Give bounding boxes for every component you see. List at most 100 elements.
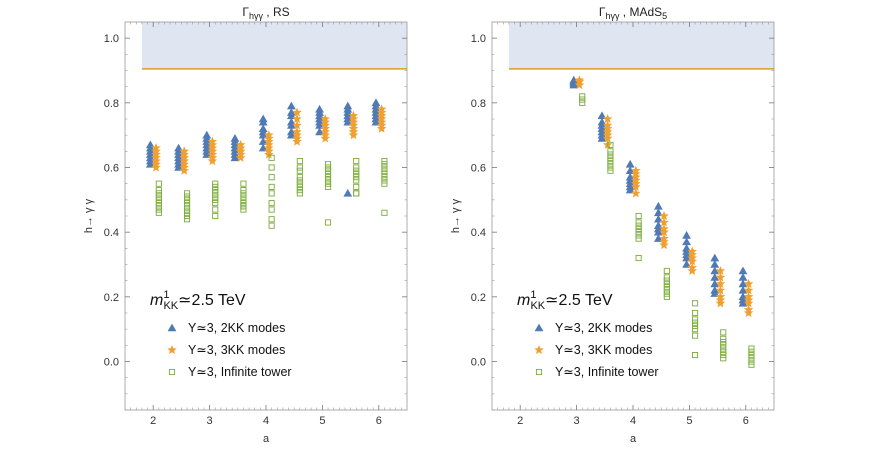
data-point-star — [659, 211, 669, 221]
data-point-square — [663, 284, 670, 291]
data-point-square — [296, 190, 303, 197]
data-point-triangle — [202, 150, 212, 158]
data-point-triangle — [738, 285, 748, 294]
data-point-square — [240, 193, 247, 200]
data-point-star — [715, 278, 726, 288]
data-point-star — [292, 114, 302, 124]
data-point-square — [663, 280, 670, 287]
data-point-square — [183, 206, 191, 213]
data-point-triangle — [174, 163, 183, 171]
data-point-star — [743, 298, 754, 308]
data-point-triangle — [710, 260, 720, 268]
data-point-square — [691, 309, 699, 317]
data-point-square — [268, 222, 275, 229]
data-point-square — [155, 180, 162, 187]
data-point-square — [607, 164, 614, 171]
data-point-square — [720, 345, 727, 352]
x-axis-label: a — [263, 433, 270, 445]
series-square — [579, 93, 755, 368]
data-point-square — [353, 157, 360, 165]
data-point-square — [663, 277, 670, 284]
data-point-square — [268, 206, 275, 213]
data-point-square — [296, 187, 303, 194]
data-point-square — [296, 174, 303, 181]
legend-marker-triangle — [534, 323, 544, 332]
data-point-square — [268, 183, 275, 190]
data-point-star — [659, 227, 669, 237]
data-point-triangle — [625, 185, 635, 194]
y-tick-label: 1.0 — [104, 33, 119, 45]
data-point-square — [212, 196, 219, 203]
data-point-star — [348, 130, 359, 140]
legend-marker-square — [535, 368, 543, 376]
data-point-triangle — [286, 101, 296, 110]
data-point-star — [207, 156, 218, 166]
data-point-square — [183, 193, 191, 200]
data-point-square — [183, 196, 191, 203]
y-tick-label: 0.6 — [471, 163, 486, 175]
data-point-square — [324, 177, 332, 184]
data-point-square — [381, 177, 388, 184]
data-point-square — [296, 164, 303, 171]
data-point-star — [292, 120, 302, 130]
data-point-square — [381, 157, 388, 165]
data-point-square — [353, 164, 360, 171]
data-point-square — [268, 154, 275, 161]
data-point-triangle — [738, 266, 748, 275]
data-point-star — [715, 298, 726, 308]
data-point-square — [324, 161, 332, 168]
data-point-square — [183, 209, 191, 216]
series-triangle — [145, 98, 381, 197]
data-point-square — [579, 99, 586, 106]
data-point-star — [715, 272, 726, 282]
data-point-star — [292, 107, 302, 117]
y-tick-label: 0.4 — [471, 227, 486, 239]
panel-title: Γhγγ , MAdS5 — [599, 5, 667, 21]
data-point-square — [635, 232, 642, 239]
data-point-square — [212, 180, 219, 187]
y-tick-label: 0.2 — [104, 292, 119, 304]
data-point-square — [240, 190, 247, 197]
data-point-square — [607, 157, 614, 165]
data-point-triangle — [738, 279, 748, 288]
data-point-triangle — [258, 137, 268, 145]
data-point-square — [353, 174, 360, 181]
y-tick-label: 0.8 — [471, 98, 486, 110]
y-tick-label: 0.8 — [104, 98, 119, 110]
series-star — [574, 75, 754, 318]
data-point-triangle — [682, 237, 691, 246]
data-point-triangle — [710, 279, 720, 288]
data-point-square — [691, 326, 699, 333]
data-point-square — [748, 351, 755, 359]
data-point-square — [155, 206, 162, 213]
data-point-square — [183, 212, 191, 220]
data-point-square — [635, 254, 642, 262]
data-point-triangle — [653, 227, 663, 236]
data-point-square — [296, 157, 303, 165]
data-point-square — [353, 183, 360, 190]
y-tick-label: 0.2 — [471, 292, 486, 304]
series-square — [155, 154, 388, 229]
legend-label: Y≃3, Infinite tower — [555, 365, 659, 379]
data-point-star — [743, 278, 754, 288]
y-tick-label: 1.0 — [471, 33, 486, 45]
data-point-triangle — [145, 159, 155, 168]
y-tick-label: 0.0 — [104, 357, 119, 369]
data-point-square — [240, 206, 247, 213]
data-point-square — [240, 203, 247, 210]
data-point-triangle — [258, 143, 268, 152]
excluded-band — [141, 22, 408, 69]
x-tick-label: 4 — [630, 415, 636, 427]
data-point-square — [691, 300, 699, 307]
legend-marker-star — [167, 345, 177, 355]
data-point-square — [212, 200, 219, 207]
data-point-square — [720, 335, 727, 342]
data-point-star — [292, 136, 302, 146]
data-point-square — [212, 193, 219, 200]
data-point-square — [324, 170, 332, 178]
data-point-square — [748, 361, 755, 368]
data-point-star — [151, 143, 161, 153]
data-point-square — [155, 190, 162, 197]
data-point-square — [296, 177, 303, 184]
data-point-square — [353, 167, 360, 174]
